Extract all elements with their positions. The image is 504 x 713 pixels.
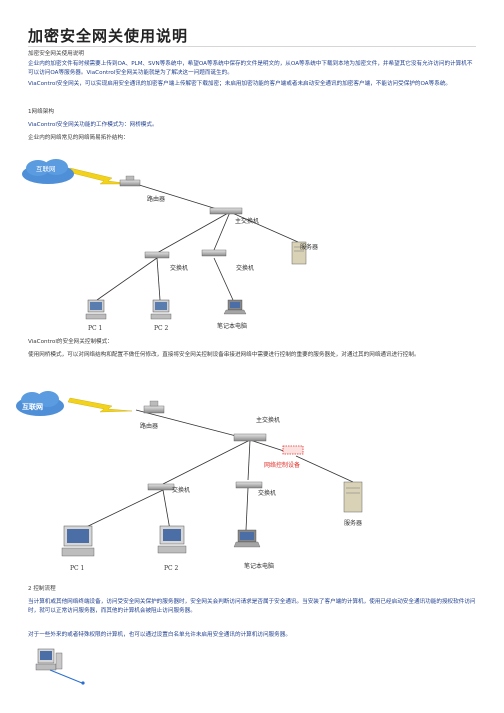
cloud-icon-2 xyxy=(16,391,64,416)
paragraph-topology: 企业内的网络常见的网络简易拓扑结构： xyxy=(28,135,129,141)
pc1-icon xyxy=(85,299,107,320)
switch-a-icon xyxy=(144,251,170,259)
server-icon xyxy=(291,241,307,265)
internet-label: 互联网 xyxy=(36,164,56,173)
switch-a-label: 交换机 xyxy=(170,264,188,272)
router-label-2: 路由器 xyxy=(140,422,158,430)
switch-b-icon-2 xyxy=(235,481,263,489)
switch-b-label: 交换机 xyxy=(236,264,254,272)
page-title: 加密安全网关使用说明 xyxy=(28,27,189,45)
switch-a-icon-2 xyxy=(147,483,175,491)
doc-subtitle: 加密安全网关使用说明 xyxy=(28,51,84,57)
network-topology-diagram: 互联网 路由器 主交换机 服务器 交换机 交换机 xyxy=(22,159,318,332)
pc2-icon-2 xyxy=(157,525,187,554)
pc2-label-2: PC 2 xyxy=(164,565,179,572)
connection-endpoint xyxy=(81,681,85,685)
laptop-label: 笔记本电脑 xyxy=(217,322,247,330)
server-label: 服务器 xyxy=(300,243,318,251)
pc1-label-2: PC 1 xyxy=(70,565,84,572)
pc2-label: PC 2 xyxy=(154,325,169,332)
server-icon-2 xyxy=(343,481,363,513)
paragraph-mode: ViaControl安全网关功能的工作模式为：网桥模式。 xyxy=(28,122,158,128)
computer-icon xyxy=(35,648,63,671)
paragraph-whitelist: 对于一些外来的或者特殊权限的计算机，也可以通过设置白名单允许未启用安全通讯的计算… xyxy=(28,632,291,638)
lightning-icon xyxy=(67,167,133,185)
laptop-label-2: 笔记本电脑 xyxy=(244,562,274,570)
paragraph-intro: 企业内的加密文件有时候需要上传到OA、PLM、SVN等系统中，希望OA等系统中保… xyxy=(28,61,473,76)
section-heading-architecture: 1网络架构 xyxy=(28,109,54,115)
paragraph-gateway: ViaControl安全网关，可以实现启用安全通讯的加密客户端上传解密下载加密；… xyxy=(28,81,452,87)
switch-a-label-2: 交换机 xyxy=(172,486,190,494)
router-icon xyxy=(119,175,141,187)
section-heading-flow: 2 控制流程 xyxy=(28,586,56,592)
pc2-icon xyxy=(150,299,172,320)
title-divider xyxy=(28,46,476,47)
paragraph-flow: 当计算机或其他网络终端设备，访问受安全网关保护的服务器时，安全网关会判断访问请求… xyxy=(28,599,476,614)
gateway-topology-diagram: 互联网 路由器 主交换机 网络控制设备 服务器 交换机 交换机 xyxy=(16,391,363,572)
pc1-label: PC 1 xyxy=(88,325,102,332)
main-switch-icon-2 xyxy=(233,433,267,442)
connection-line xyxy=(49,669,83,684)
switch-b-icon xyxy=(201,249,227,257)
gateway-device-label: 网络控制设备 xyxy=(264,461,300,469)
main-switch-label-2: 主交换机 xyxy=(256,416,280,424)
router-label: 路由器 xyxy=(147,195,165,203)
server-label-2: 服务器 xyxy=(344,519,362,527)
main-switch-icon xyxy=(209,207,243,215)
main-switch-label: 主交换机 xyxy=(235,217,259,225)
pc1-icon-2 xyxy=(61,525,95,557)
laptop-icon-2 xyxy=(233,529,261,548)
cloud-icon xyxy=(22,159,74,184)
paragraph-control-mode: ViaControl的安全网关控制模式： xyxy=(28,339,113,345)
paragraph-bridge: 使用网桥模式，可以对网络结构和配置不做任何修改，直接将安全网关控制设备串接进网络… xyxy=(28,352,420,358)
laptop-icon xyxy=(223,299,247,315)
internet-label-2: 互联网 xyxy=(22,402,43,411)
gateway-device-icon xyxy=(282,445,304,455)
control-flow-diagram xyxy=(35,648,85,685)
lightning-icon-2 xyxy=(67,397,133,413)
switch-b-label-2: 交换机 xyxy=(258,489,276,497)
router-icon-2 xyxy=(143,400,165,414)
